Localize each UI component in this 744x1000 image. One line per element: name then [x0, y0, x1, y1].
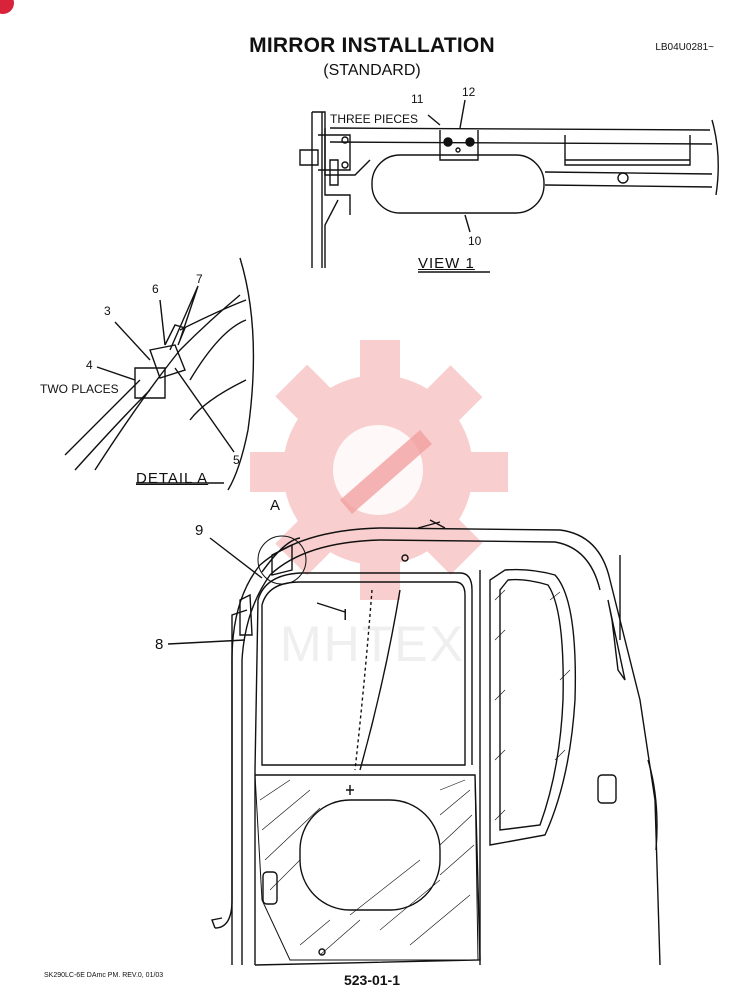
- callout-12: 12: [462, 85, 476, 99]
- detail-a-drawing: [64, 257, 255, 491]
- watermark-text: МНТЕХ: [280, 616, 465, 672]
- view1-caption: VIEW 1: [418, 255, 475, 272]
- page-subtitle: (STANDARD): [323, 62, 421, 79]
- view1-note: THREE PIECES: [330, 112, 419, 126]
- corner-badge-icon: [0, 0, 14, 14]
- page-number: 523-01-1: [343, 972, 401, 988]
- callout-a: A: [270, 497, 281, 514]
- drawing-code: LB04U0281~: [655, 42, 714, 53]
- callout-9: 9: [195, 522, 204, 539]
- view1-drawing: [299, 99, 719, 273]
- callout-8: 8: [155, 636, 164, 653]
- cab-drawing: [167, 519, 661, 966]
- callout-4: 4: [86, 358, 93, 372]
- callout-10: 10: [468, 234, 482, 248]
- callout-11: 11: [411, 92, 424, 106]
- callout-3: 3: [104, 304, 111, 318]
- page-title: MIRROR INSTALLATION: [249, 34, 495, 57]
- callout-6: 6: [152, 282, 159, 296]
- callout-7: 7: [196, 272, 203, 286]
- detail-a-note: TWO PLACES: [40, 382, 119, 396]
- detail-a-caption: DETAIL A: [136, 470, 209, 487]
- footer-revision: SK290LC-6E DAmc PM. REV.0, 01/03: [44, 972, 164, 979]
- callout-i: I: [343, 607, 348, 624]
- callout-5: 5: [233, 453, 240, 467]
